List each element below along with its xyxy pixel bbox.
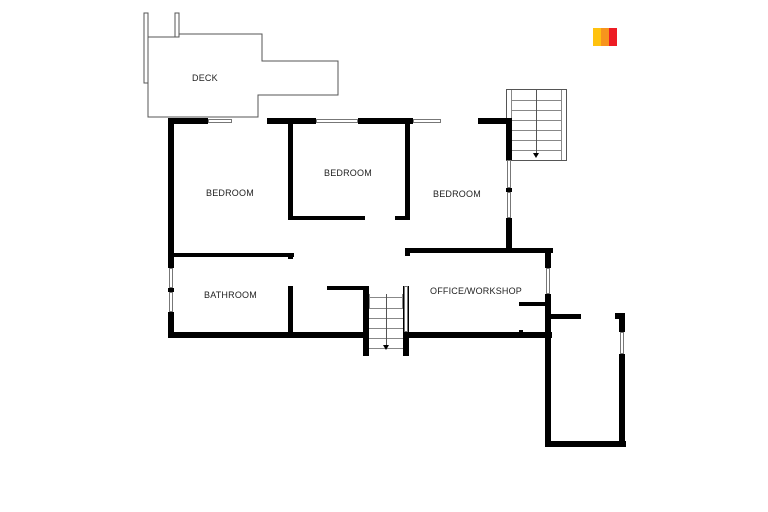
room-label-bedroom-2: BEDROOM bbox=[324, 168, 372, 178]
window bbox=[507, 192, 511, 218]
wall bbox=[168, 332, 368, 338]
wall bbox=[168, 118, 174, 268]
wall bbox=[545, 248, 551, 268]
wall bbox=[545, 441, 626, 447]
wall bbox=[619, 313, 625, 332]
wall bbox=[288, 253, 293, 259]
brand-logo bbox=[593, 28, 617, 46]
wall bbox=[168, 118, 208, 124]
window bbox=[413, 119, 441, 123]
exterior-stairs[interactable] bbox=[506, 89, 567, 161]
wall bbox=[619, 354, 625, 447]
wall bbox=[506, 188, 512, 192]
wall bbox=[363, 286, 369, 356]
room-label-bedroom-1: BEDROOM bbox=[206, 188, 254, 198]
wall bbox=[405, 248, 553, 253]
window bbox=[316, 119, 358, 123]
wall bbox=[506, 218, 512, 252]
wall bbox=[168, 312, 174, 338]
room-label-bedroom-3: BEDROOM bbox=[433, 189, 481, 199]
logo-bar-red bbox=[609, 28, 617, 46]
arrow-down-icon bbox=[533, 153, 539, 158]
wall bbox=[168, 288, 174, 292]
window bbox=[546, 268, 550, 294]
window bbox=[620, 332, 624, 354]
wall bbox=[545, 314, 581, 319]
window bbox=[208, 119, 232, 123]
wall bbox=[288, 286, 293, 338]
room-label-office: OFFICE/WORKSHOP bbox=[430, 286, 523, 296]
logo-bar-orange bbox=[601, 28, 609, 46]
wall bbox=[288, 216, 365, 220]
wall bbox=[288, 118, 293, 220]
wall bbox=[395, 216, 409, 220]
wall bbox=[327, 286, 367, 290]
window bbox=[169, 292, 173, 312]
wall bbox=[405, 118, 410, 220]
room-label-deck: DECK bbox=[192, 73, 218, 83]
wall bbox=[519, 330, 523, 334]
wall bbox=[168, 253, 294, 257]
window bbox=[404, 286, 408, 332]
wall bbox=[405, 248, 410, 256]
room-label-bathroom: BATHROOM bbox=[204, 290, 257, 300]
wall bbox=[506, 118, 512, 160]
wall bbox=[478, 118, 512, 124]
wall bbox=[405, 332, 552, 338]
window bbox=[169, 268, 173, 288]
wall bbox=[545, 314, 551, 447]
arrow-down-icon bbox=[383, 345, 389, 350]
wall bbox=[519, 302, 523, 306]
interior-stairs[interactable] bbox=[369, 294, 403, 356]
wall bbox=[519, 302, 549, 306]
logo-bar-yellow bbox=[593, 28, 601, 46]
window bbox=[507, 160, 511, 188]
wall bbox=[358, 118, 413, 124]
